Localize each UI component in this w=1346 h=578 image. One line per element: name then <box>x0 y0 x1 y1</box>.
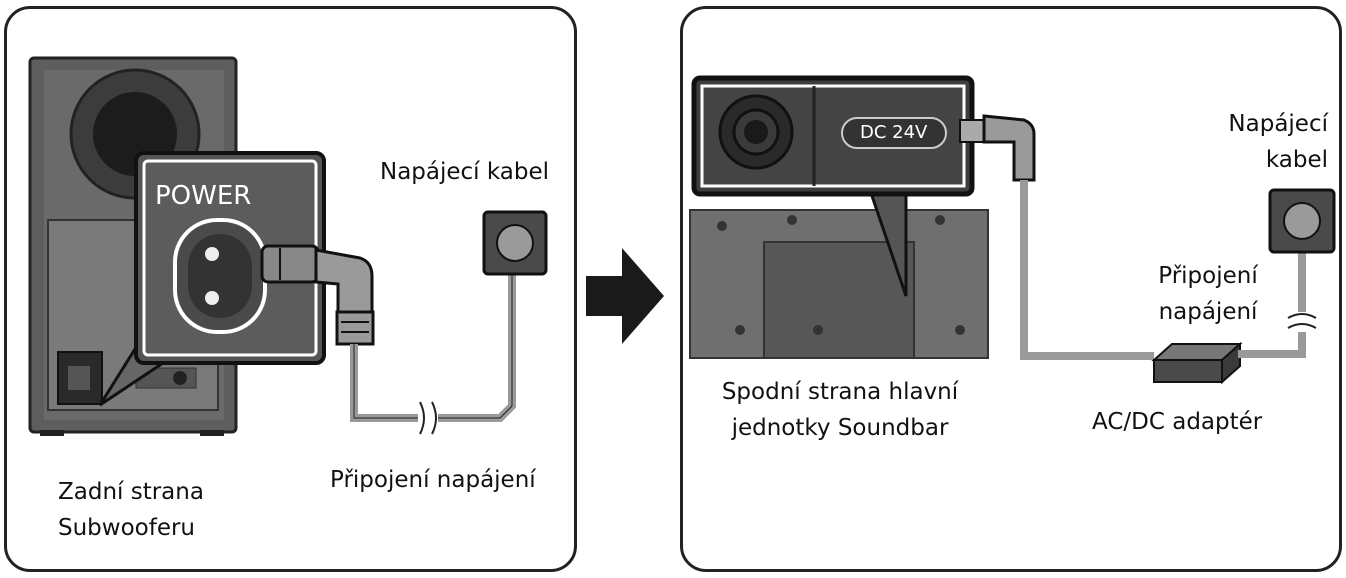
dc-label: DC 24V <box>860 122 928 143</box>
ac-dc-adapter <box>1151 341 1243 385</box>
soundbar-bottom-label: Spodní strana hlavní jednotky Soundbar <box>700 374 980 446</box>
right-power-connection-label: Připojení napájení <box>1140 258 1276 330</box>
power-cable-label: Napájecí kabel <box>380 159 550 185</box>
soundbar-bottom-label-line-2: jednotky Soundbar <box>731 415 949 441</box>
power-label: POWER <box>155 181 252 211</box>
power-plug <box>260 244 375 346</box>
ac-cable <box>1238 244 1306 358</box>
cable-break-icon-2 <box>1287 313 1317 329</box>
dc-label-pill <box>841 117 947 149</box>
dc-cable <box>1020 180 1154 360</box>
subwoofer-back-label-line-1: Zadní strana <box>58 479 204 505</box>
power-connection-label: Připojení napájení <box>330 467 536 493</box>
wall-outlet-2 <box>1268 188 1336 254</box>
adapter-label: AC/DC adaptér <box>1092 409 1263 435</box>
subwoofer-back-label-line-2: Subwooferu <box>58 515 196 541</box>
right-arrow-icon <box>586 248 664 344</box>
dc-plug <box>959 114 1036 182</box>
subwoofer-back-label: Zadní strana Subwooferu <box>58 474 204 546</box>
right-power-connection-label-line-1: Připojení <box>1158 263 1258 289</box>
wall-outlet <box>482 210 548 276</box>
right-power-connection-label-line-2: napájení <box>1158 299 1258 325</box>
right-power-cable-label-line-1: Napájecí <box>1228 111 1328 137</box>
soundbar-bottom <box>689 209 989 359</box>
cable-break-icon <box>419 401 437 435</box>
power-cable <box>350 268 516 422</box>
soundbar-bottom-label-line-1: Spodní strana hlavní <box>721 379 959 405</box>
right-power-cable-label: Napájecí kabel <box>1200 106 1328 178</box>
power-socket-callout <box>98 151 326 407</box>
right-power-cable-label-line-2: kabel <box>1265 147 1328 173</box>
